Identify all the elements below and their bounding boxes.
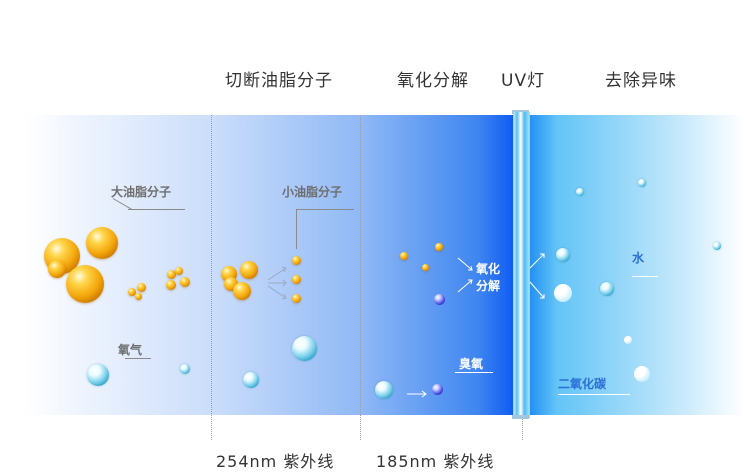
oxygen-molecule bbox=[87, 364, 109, 386]
stage-label-cut: 切断油脂分子 bbox=[225, 71, 333, 91]
leader-line bbox=[128, 209, 185, 210]
stage-label-remove-odor: 去除异味 bbox=[605, 71, 677, 91]
label-large-grease: 大油脂分子 bbox=[111, 185, 172, 199]
grease-fragment bbox=[175, 267, 183, 275]
grease-fragment bbox=[137, 283, 146, 292]
small-grease-molecule bbox=[435, 243, 443, 251]
large-grease-molecule bbox=[48, 260, 66, 278]
process-band bbox=[24, 115, 744, 415]
grease-molecule bbox=[233, 282, 251, 300]
leader-line bbox=[296, 209, 354, 210]
uv-lamp-tube bbox=[513, 112, 530, 418]
water-molecule bbox=[638, 179, 646, 187]
label-ozone: 臭氧 bbox=[459, 357, 484, 371]
small-grease-molecule bbox=[422, 264, 429, 271]
water-molecule bbox=[713, 242, 721, 250]
leader-line bbox=[455, 372, 493, 373]
leader-line bbox=[125, 358, 151, 359]
oxygen-molecule bbox=[292, 336, 317, 361]
wavelength-185: 185nm 紫外线 bbox=[376, 452, 495, 471]
oxygen-molecule bbox=[180, 364, 190, 374]
small-grease-molecule bbox=[292, 256, 301, 265]
grease-fragment bbox=[167, 270, 176, 279]
uv-tube-cap-bottom bbox=[512, 415, 529, 419]
leader-line bbox=[558, 394, 630, 395]
leader-line bbox=[632, 276, 658, 277]
water-molecule bbox=[556, 248, 570, 262]
label-oxygen: 氧气 bbox=[118, 343, 143, 357]
wavelength-254: 254nm 紫外线 bbox=[216, 452, 335, 471]
divider-185 bbox=[360, 115, 361, 440]
label-co2: 二氧化碳 bbox=[558, 377, 607, 391]
label-oxidation: 氧化 bbox=[476, 262, 501, 276]
label-decompose: 分解 bbox=[476, 279, 501, 293]
co2-molecule bbox=[624, 336, 632, 344]
ozone-molecule bbox=[432, 384, 443, 395]
grease-fragment bbox=[166, 280, 176, 290]
ozone-arrow bbox=[406, 384, 428, 398]
stage-label-uv-lamp: UV灯 bbox=[501, 71, 546, 91]
divider-uv-bottom bbox=[522, 405, 523, 440]
large-grease-molecule bbox=[86, 227, 118, 259]
oxidation-arrows bbox=[456, 254, 476, 296]
grease-fragment bbox=[128, 288, 136, 296]
ozone-particle bbox=[434, 294, 445, 305]
label-water: 水 bbox=[632, 251, 645, 265]
split-arrows bbox=[266, 262, 290, 304]
large-grease-molecule bbox=[66, 265, 104, 303]
grease-fragment bbox=[135, 293, 142, 300]
co2-molecule bbox=[634, 366, 650, 382]
small-grease-molecule bbox=[292, 294, 301, 303]
oxygen-molecule bbox=[243, 372, 259, 388]
grease-fragment bbox=[180, 277, 190, 287]
leader-line bbox=[296, 209, 297, 249]
stage-label-oxidize: 氧化分解 bbox=[397, 71, 469, 91]
divider-254 bbox=[211, 115, 212, 440]
label-small-grease: 小油脂分子 bbox=[282, 185, 343, 199]
water-molecule bbox=[600, 282, 614, 296]
water-molecule bbox=[576, 188, 584, 196]
small-grease-molecule bbox=[400, 252, 408, 260]
output-arrows bbox=[528, 250, 548, 302]
oxygen-molecule bbox=[375, 381, 393, 399]
co2-molecule bbox=[554, 284, 572, 302]
grease-molecule bbox=[240, 261, 258, 279]
small-grease-molecule bbox=[292, 275, 301, 284]
